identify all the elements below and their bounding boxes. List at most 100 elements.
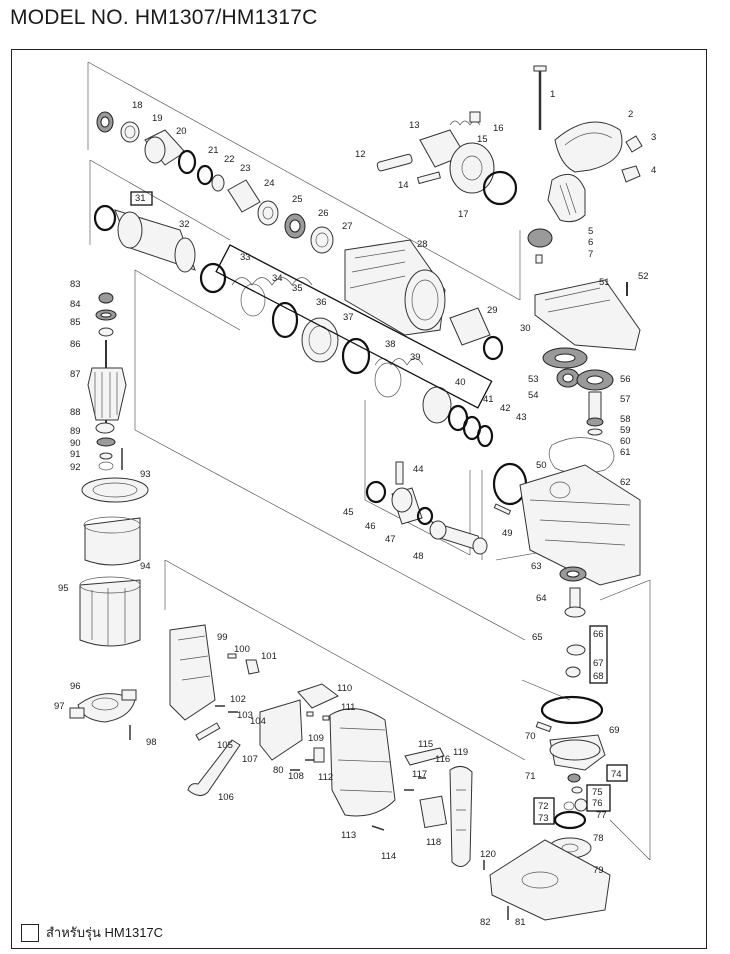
part-label-46: 46 (365, 521, 376, 532)
striker-group (376, 111, 518, 206)
part-label-72: 72 (538, 801, 549, 812)
part-label-24: 24 (264, 178, 275, 189)
part-label-5: 5 (588, 226, 593, 237)
bottom-cover (489, 839, 611, 921)
part-label-4: 4 (651, 165, 656, 176)
part-label-62: 62 (620, 477, 631, 488)
part-label-76: 76 (592, 798, 603, 809)
part-label-96: 96 (70, 681, 81, 692)
part-label-114: 114 (381, 851, 396, 862)
part-label-106: 106 (218, 792, 234, 803)
part-label-35: 35 (292, 283, 303, 294)
tool-holder-group (93, 204, 494, 448)
part-label-28: 28 (417, 239, 428, 250)
part-label-95: 95 (58, 583, 69, 594)
switch-group (169, 624, 339, 796)
handle-assembly (527, 65, 643, 264)
part-label-64: 64 (536, 593, 547, 604)
page-title: MODEL NO. HM1307/HM1317C (10, 6, 318, 29)
legend-text: สำหรับรุ่น HM1317C (46, 925, 164, 940)
part-label-74: 74 (611, 769, 622, 780)
part-label-113: 113 (341, 830, 356, 841)
part-label-22: 22 (224, 154, 235, 165)
motor-group (79, 292, 149, 647)
part-label-34: 34 (272, 273, 283, 284)
diagram-frame (11, 49, 707, 949)
part-label-79: 79 (593, 865, 604, 876)
part-label-45: 45 (343, 507, 354, 518)
part-label-44: 44 (413, 464, 424, 475)
part-label-110: 110 (337, 683, 352, 694)
part-label-30: 30 (520, 323, 531, 334)
part-label-7: 7 (588, 249, 593, 260)
part-label-33: 33 (240, 252, 251, 263)
part-label-3: 3 (651, 132, 656, 143)
part-label-91: 91 (70, 449, 81, 460)
part-label-57: 57 (620, 394, 631, 405)
part-label-100: 100 (234, 644, 250, 655)
brush-holder-group (69, 689, 137, 740)
part-label-19: 19 (152, 113, 163, 124)
part-label-50: 50 (536, 460, 547, 471)
part-label-82: 82 (480, 917, 491, 928)
part-label-71: 71 (525, 771, 536, 782)
part-label-66: 66 (593, 629, 604, 640)
part-label-105: 105 (217, 740, 233, 751)
part-label-61: 61 (620, 447, 631, 458)
part-label-17: 17 (458, 209, 469, 220)
part-label-67: 67 (593, 658, 604, 669)
part-label-68: 68 (593, 671, 604, 682)
part-label-60: 60 (620, 436, 631, 447)
part-label-39: 39 (410, 352, 421, 363)
part-label-25: 25 (292, 194, 303, 205)
part-label-38: 38 (385, 339, 396, 350)
part-label-85: 85 (70, 317, 81, 328)
part-label-20: 20 (176, 126, 187, 137)
part-label-80: 80 (273, 765, 284, 776)
barrel-housing (344, 239, 504, 361)
part-label-94: 94 (140, 561, 151, 572)
part-label-12: 12 (355, 149, 366, 160)
part-label-54: 54 (528, 390, 539, 401)
part-label-77: 77 (596, 810, 607, 821)
part-label-42: 42 (500, 403, 511, 414)
part-label-92: 92 (70, 462, 81, 473)
part-label-6: 6 (588, 237, 593, 248)
part-label-1: 1 (550, 89, 555, 100)
part-label-47: 47 (385, 534, 396, 545)
part-label-27: 27 (342, 221, 353, 232)
part-label-104: 104 (250, 716, 266, 727)
part-label-75: 75 (592, 787, 603, 798)
part-label-14: 14 (398, 180, 409, 191)
part-label-15: 15 (477, 134, 488, 145)
part-label-84: 84 (70, 299, 81, 310)
part-label-32: 32 (179, 219, 190, 230)
part-label-78: 78 (593, 833, 604, 844)
part-label-88: 88 (70, 407, 81, 418)
part-label-31: 31 (135, 193, 146, 204)
part-label-97: 97 (54, 701, 65, 712)
part-label-89: 89 (70, 426, 81, 437)
part-label-70: 70 (525, 731, 536, 742)
part-label-107: 107 (242, 754, 258, 765)
part-label-2: 2 (628, 109, 633, 120)
part-label-86: 86 (70, 339, 81, 350)
part-label-116: 116 (435, 754, 450, 765)
part-label-87: 87 (70, 369, 81, 380)
part-label-117: 117 (412, 769, 427, 780)
rear-handle-group (329, 708, 485, 870)
part-label-83: 83 (70, 279, 81, 290)
part-label-59: 59 (620, 425, 631, 436)
part-label-49: 49 (502, 528, 513, 539)
part-label-115: 115 (418, 739, 433, 750)
part-label-118: 118 (426, 837, 441, 848)
part-label-36: 36 (316, 297, 327, 308)
part-label-48: 48 (413, 551, 424, 562)
part-label-99: 99 (217, 632, 228, 643)
part-label-81: 81 (515, 917, 526, 928)
part-label-73: 73 (538, 813, 549, 824)
part-label-16: 16 (493, 123, 504, 134)
part-label-108: 108 (288, 771, 304, 782)
part-label-18: 18 (132, 100, 143, 111)
